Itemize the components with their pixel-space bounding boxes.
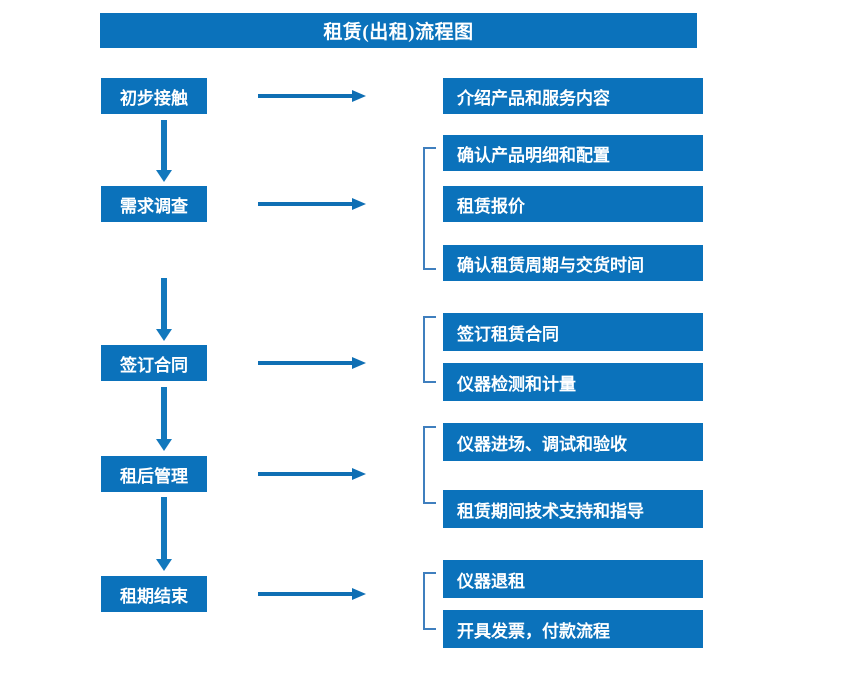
detail-box-2-3[interactable]: 确认租赁周期与交货时间 [443, 245, 703, 281]
arrow-shaft [258, 592, 352, 596]
detail-box-5-1[interactable]: 仪器退租 [443, 560, 703, 598]
arrow-shaft [258, 202, 352, 206]
detail-box-4-1[interactable]: 仪器进场、调试和验收 [443, 423, 703, 461]
detail-box-2-2[interactable]: 租赁报价 [443, 186, 703, 222]
stage-box-1[interactable]: 初步接触 [101, 78, 207, 114]
arrow-head-icon [156, 559, 172, 571]
horizontal-arrow-2 [258, 197, 366, 211]
vertical-arrow-3-to-4 [156, 387, 172, 451]
detail-box-2-1[interactable]: 确认产品明细和配置 [443, 135, 703, 171]
detail-box-3-2[interactable]: 仪器检测和计量 [443, 363, 703, 401]
horizontal-arrow-1 [258, 89, 366, 103]
arrow-head-icon [156, 329, 172, 341]
arrow-shaft [161, 120, 167, 170]
arrow-shaft [161, 278, 167, 329]
vertical-arrow-4-to-5 [156, 497, 172, 571]
vertical-arrow-2-to-3 [156, 278, 172, 341]
page-title: 租赁(出租)流程图 [100, 13, 697, 48]
arrow-shaft [161, 387, 167, 439]
stage-box-3[interactable]: 签订合同 [101, 345, 207, 381]
arrow-head-icon [156, 170, 172, 182]
arrow-shaft [258, 361, 352, 365]
group-bracket-5 [423, 572, 436, 630]
arrow-head-icon [352, 588, 366, 600]
group-bracket-3 [423, 316, 436, 383]
detail-box-4-2[interactable]: 租赁期间技术支持和指导 [443, 490, 703, 528]
group-bracket-2 [423, 147, 436, 270]
arrow-shaft [161, 497, 167, 559]
stage-box-5[interactable]: 租期结束 [101, 576, 207, 612]
arrow-shaft [258, 94, 352, 98]
detail-box-1-1[interactable]: 介绍产品和服务内容 [443, 78, 703, 114]
arrow-shaft [258, 472, 352, 476]
detail-box-3-1[interactable]: 签订租赁合同 [443, 313, 703, 351]
horizontal-arrow-4 [258, 467, 366, 481]
arrow-head-icon [156, 439, 172, 451]
group-bracket-4 [423, 426, 436, 504]
arrow-head-icon [352, 198, 366, 210]
horizontal-arrow-5 [258, 587, 366, 601]
detail-box-5-2[interactable]: 开具发票，付款流程 [443, 610, 703, 648]
arrow-head-icon [352, 357, 366, 369]
vertical-arrow-1-to-2 [156, 120, 172, 182]
stage-box-2[interactable]: 需求调查 [101, 186, 207, 222]
arrow-head-icon [352, 468, 366, 480]
stage-box-4[interactable]: 租后管理 [101, 456, 207, 492]
horizontal-arrow-3 [258, 356, 366, 370]
arrow-head-icon [352, 90, 366, 102]
